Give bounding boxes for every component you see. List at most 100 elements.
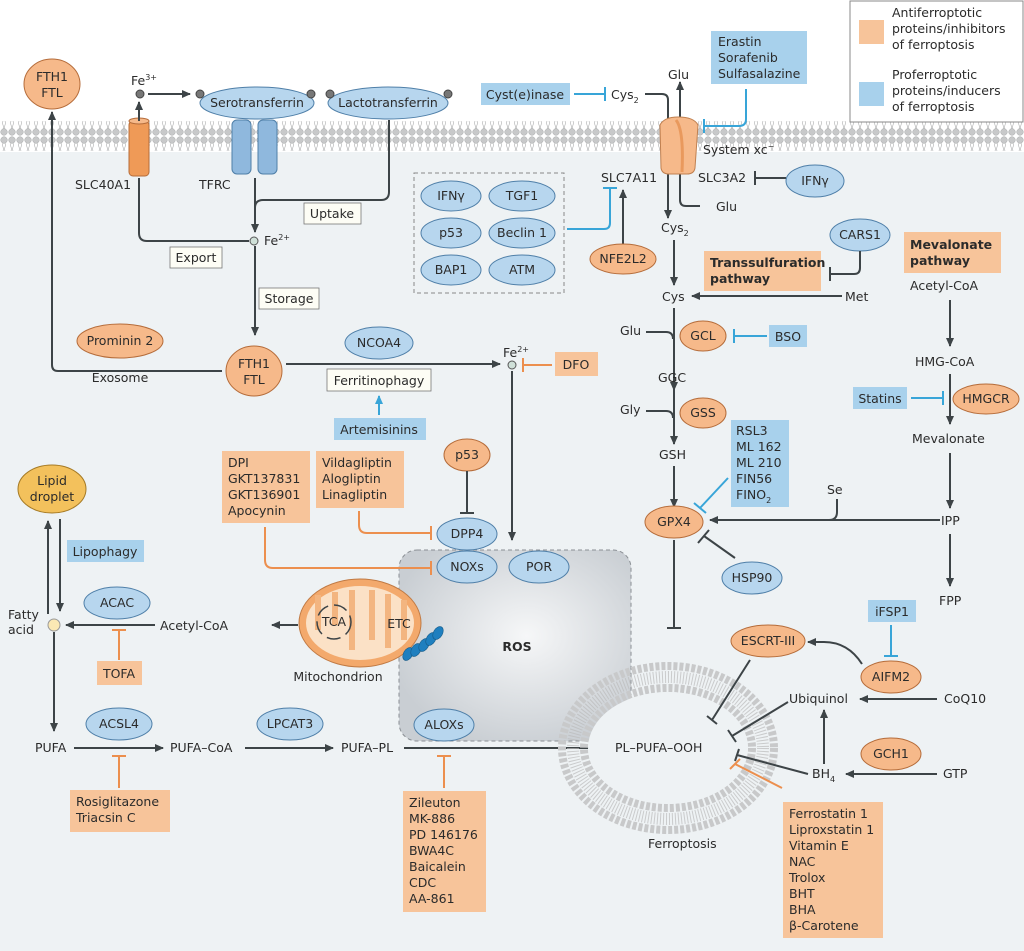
mevalonate-pathway-label-1: Mevalonate [910, 237, 992, 252]
regulator-ifng [420, 180, 482, 212]
cysteinase-label: Cyst(e)inase [486, 87, 565, 102]
lipid-droplet-label-2: droplet [30, 489, 75, 504]
statins-label: Statins [858, 391, 901, 406]
artemisinins-label: Artemisinins [340, 422, 418, 437]
gpx4-inhibit-ferroptosis-line [667, 540, 681, 629]
ferroptosis-label: Ferroptosis [648, 836, 717, 851]
vildagliptin-label: Vildagliptin [322, 455, 392, 470]
xc-inducers-inhibit-line [703, 89, 747, 133]
statins-inhibit-line [911, 391, 944, 405]
nfe2l2-label: NFE2L2 [599, 251, 646, 266]
lipid-droplet [17, 464, 87, 514]
dpp4-label: DPP4 [451, 526, 484, 541]
gkt137831-label: GKT137831 [228, 471, 300, 486]
bso-box [769, 325, 807, 347]
pufa-coa-label: PUFA–CoA [170, 740, 233, 755]
fe2-labile-iron [249, 236, 259, 246]
rsl3-label: RSL3 [736, 423, 768, 438]
prominin-2 [76, 323, 164, 359]
exosome-label: Exosome [92, 370, 149, 385]
fe2-free-ion [507, 360, 517, 370]
storage-label: Storage [265, 291, 314, 306]
noxs-label: NOXs [450, 559, 483, 574]
ifng-inhibit-line [754, 171, 786, 185]
tofa-box [97, 661, 142, 685]
ipp-label: IPP [941, 513, 960, 528]
hsp90 [721, 561, 783, 595]
fth1-label: FTH1 [36, 69, 68, 84]
ferritinophagy-label: Ferritinophagy [334, 373, 425, 388]
svg-text:BAP1: BAP1 [435, 262, 468, 277]
dpp4-inhibitors-box [316, 451, 404, 508]
nfe2l2 [589, 243, 657, 275]
uptake-label: Uptake [310, 206, 354, 221]
legend-anti-line1: Antiferroptotic [892, 5, 982, 20]
bso-inhibit-line [733, 329, 767, 343]
ubiquinol-inhibit-line [727, 701, 789, 743]
bh4-inhibit-line [734, 748, 809, 775]
glu-in-label: Glu [716, 199, 737, 214]
svg-text:ATM: ATM [509, 262, 535, 277]
dfo-box [555, 352, 598, 376]
zileuton-label: Zileuton [409, 795, 461, 810]
ferrostatin1-label: Ferrostatin 1 [789, 806, 868, 821]
legend-pro-line3: of ferroptosis [892, 99, 975, 114]
lipid-acetyl-coa-label: Acetyl-CoA [160, 618, 229, 633]
sorafenib-label: Sorafenib [718, 50, 778, 65]
bwa4c-label: BWA4C [409, 843, 454, 858]
gkt136901-label: GKT136901 [228, 487, 300, 502]
apocynin-label: Apocynin [228, 503, 286, 518]
lactotransferrin [327, 86, 449, 120]
fth1-storage-label: FTH1 [238, 356, 270, 371]
linagliptin-label: Linagliptin [322, 487, 387, 502]
system-xc-transporter [659, 116, 699, 175]
legend-pro-line2: proteins/inducers [892, 83, 1001, 98]
fth1-ftl-storage [225, 345, 283, 397]
lipid-droplet-label-1: Lipid [37, 473, 67, 488]
lipophagy-box [67, 540, 144, 562]
gsh-label: GSH [659, 447, 686, 462]
tfrc-receptor-1 [231, 119, 252, 175]
legend-anti-line2: proteins/inhibitors [892, 21, 1006, 36]
dpp4 [436, 517, 498, 551]
ferroptosis-cell: PL–PUFA–OOH Ferroptosis Ferrostatin 1 Li… [558, 662, 883, 938]
artemisinins-box [334, 418, 426, 440]
escrt-iii-label: ESCRT-III [741, 633, 795, 648]
rta-inhibitors-box [783, 802, 883, 938]
ferritinophagy-box [326, 368, 432, 392]
alogliptin-label: Alogliptin [322, 471, 381, 486]
hmgcr [952, 383, 1020, 415]
por [508, 550, 570, 584]
bh4-label: BH4 [812, 766, 835, 784]
ferroptosis-membrane-inner [580, 684, 756, 812]
alox-inhibitors-box [403, 791, 486, 912]
pufa-label: PUFA [35, 740, 67, 755]
mev-acetyl-coa-label: Acetyl-CoA [910, 278, 979, 293]
xc-inducers-box [711, 31, 807, 84]
aloxs-label: ALOXs [424, 717, 463, 732]
ifsp1-inhibit-line [884, 625, 898, 657]
legend-pro-swatch [859, 82, 884, 106]
etc-complexes [402, 626, 444, 661]
lipid-metabolism: Lipid droplet Lipophagy Fatty acid ACAC … [8, 464, 613, 912]
hmg-coa-label: HMG-CoA [915, 354, 975, 369]
fino2-label: FINO2 [736, 487, 771, 505]
liproxstatin1-label: Liproxstatin 1 [789, 822, 874, 837]
lactotransferrin-label: Lactotransferrin [338, 95, 438, 110]
slc40a1-transporter [128, 120, 150, 177]
fth1-ftl-exported [23, 58, 81, 110]
regulator-bap1 [420, 254, 482, 286]
cys2-out-label: Cys2 [611, 87, 639, 105]
cysteinase-inhibit-line [574, 87, 606, 101]
p53-inhibit-dpp4-line [460, 471, 474, 514]
alox-inhibit-line [437, 755, 451, 788]
prominin-2-label: Prominin 2 [87, 333, 154, 348]
gcl-label: GCL [690, 328, 715, 343]
export-line [138, 178, 249, 242]
acsl4-label: ACSL4 [99, 716, 139, 731]
fe2-label: Fe2+ [264, 233, 290, 248]
acsl4 [85, 707, 153, 741]
trolox-label: Trolox [788, 870, 825, 885]
legend-pro-line1: Proferroptotic [892, 67, 977, 82]
plasma-membrane [0, 118, 1024, 152]
